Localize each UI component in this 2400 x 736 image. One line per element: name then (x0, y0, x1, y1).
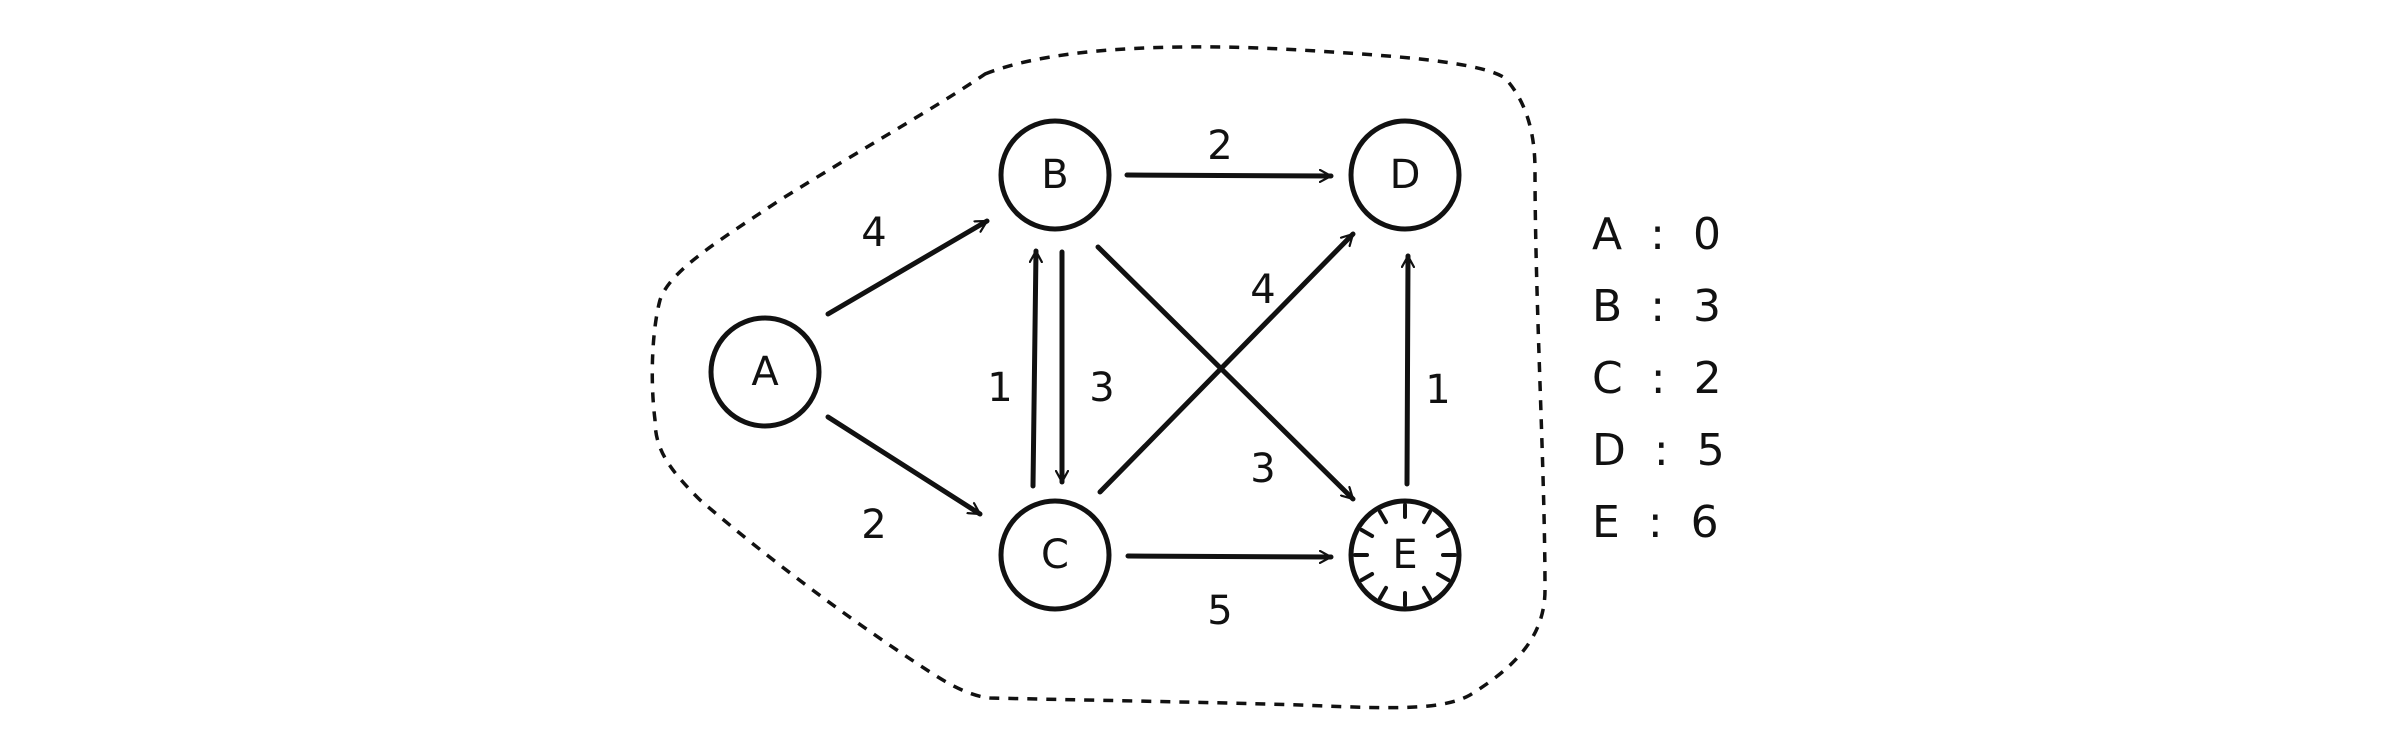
tick-mark (1435, 572, 1451, 582)
distance-row-c: C : 2 (1592, 353, 1722, 404)
tick-mark (1422, 585, 1432, 601)
tick-mark (1422, 509, 1432, 525)
node-e-tick-marks (1353, 503, 1457, 607)
node-d-label: D (1390, 152, 1421, 198)
distance-row-d: D : 5 (1592, 425, 1725, 476)
edge-b-d-arrow (1124, 175, 1334, 176)
tick-mark (1378, 509, 1388, 525)
node-d-circle (1348, 118, 1462, 232)
edge-c-b-arrow (1033, 248, 1036, 489)
edge-c-b-weight: 1 (987, 365, 1012, 411)
distance-row-a: A : 0 (1592, 209, 1721, 260)
distance-row-b: B : 3 (1592, 281, 1721, 332)
edges-layer: 4 2 2 1 3 4 3 5 1 (825, 123, 1451, 634)
edge-a-c-weight: 2 (861, 502, 886, 548)
distance-separator: : (1654, 425, 1669, 476)
distance-separator: : (1648, 497, 1663, 548)
visited-set-boundary (650, 45, 1547, 710)
edge-e-d-arrow (1407, 253, 1408, 487)
node-a-label: A (751, 349, 779, 395)
distance-value: 5 (1697, 425, 1725, 476)
node-d: D (1348, 118, 1462, 232)
edge-a-c-arrow (825, 414, 983, 517)
distance-separator: : (1650, 209, 1665, 260)
tick-mark (1359, 528, 1375, 538)
edge-c-d-arrow (1097, 231, 1356, 495)
node-c-label: C (1041, 532, 1069, 578)
edge-c-d-weight: 4 (1250, 267, 1275, 313)
distance-node-label: B (1592, 281, 1622, 332)
tick-mark (1378, 585, 1388, 601)
distance-node-label: E (1592, 497, 1620, 548)
node-c: C (998, 498, 1112, 612)
node-a: A (708, 315, 822, 429)
edge-c-e-arrow (1125, 556, 1334, 557)
distance-node-label: C (1592, 353, 1623, 404)
node-a-circle (708, 315, 822, 429)
distance-value: 2 (1694, 353, 1722, 404)
node-e-circle (1348, 498, 1462, 612)
node-e-label: E (1392, 532, 1417, 578)
nodes-layer: A B C D E (708, 118, 1462, 612)
tick-mark (1359, 572, 1375, 582)
distance-value: 6 (1691, 497, 1719, 548)
tick-mark (1435, 528, 1451, 538)
distance-separator: : (1650, 281, 1665, 332)
edge-b-c-weight: 3 (1089, 365, 1114, 411)
edge-b-e-arrow (1095, 244, 1356, 502)
edge-a-b-arrow (825, 218, 990, 317)
node-b-label: B (1041, 152, 1068, 198)
node-e: E (1348, 498, 1462, 612)
node-b-circle (998, 118, 1112, 232)
distance-row-e: E : 6 (1592, 497, 1719, 548)
distance-table: A : 0 B : 3 C : 2 D : 5 E : 6 (1592, 209, 1725, 548)
node-b: B (998, 118, 1112, 232)
distance-node-label: A (1592, 209, 1622, 260)
edge-a-b-weight: 4 (861, 210, 886, 256)
edge-b-e-weight: 3 (1250, 446, 1275, 492)
edge-c-e-weight: 5 (1207, 588, 1232, 634)
distance-value: 0 (1693, 209, 1721, 260)
edge-e-d-weight: 1 (1425, 367, 1450, 413)
distance-node-label: D (1592, 425, 1626, 476)
distance-value: 3 (1693, 281, 1721, 332)
edge-b-d-weight: 2 (1207, 123, 1232, 169)
node-c-circle (998, 498, 1112, 612)
distance-separator: : (1651, 353, 1666, 404)
